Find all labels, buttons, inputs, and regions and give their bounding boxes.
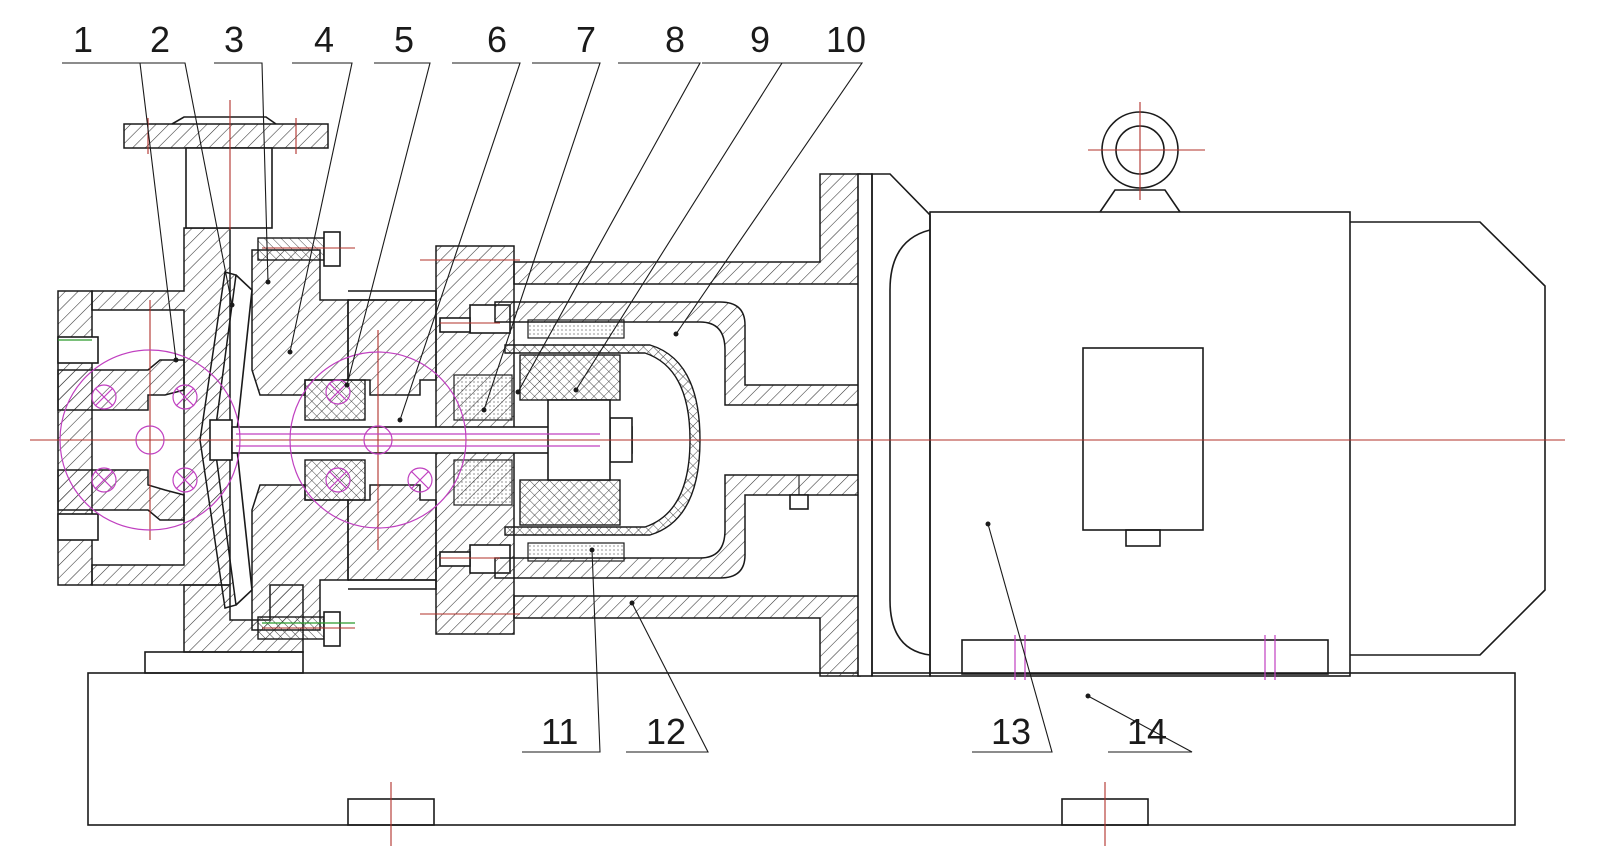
callout-3: 3	[224, 19, 244, 60]
callout-7: 7	[576, 19, 596, 60]
callout-9: 9	[750, 19, 770, 60]
callout-4: 4	[314, 19, 334, 60]
callout-13: 13	[991, 711, 1031, 752]
callout-14: 14	[1127, 711, 1167, 752]
callout-8: 8	[665, 19, 685, 60]
callout-11: 11	[541, 711, 578, 752]
callout-10: 10	[826, 19, 866, 60]
center-lines	[30, 100, 1565, 629]
construction-circles	[58, 339, 600, 624]
callout-6: 6	[487, 19, 507, 60]
callout-labels: 1 2 3 4 5 6 7 8 9 10 11 12 13 14	[73, 19, 1167, 752]
callout-2: 2	[150, 19, 170, 60]
callout-1: 1	[73, 19, 93, 60]
pump-casing	[57, 116, 329, 653]
callout-12: 12	[646, 711, 686, 752]
leader-lines	[62, 62, 1193, 753]
callout-5: 5	[394, 19, 414, 60]
magnetic-coupling	[494, 173, 873, 677]
motor	[871, 111, 1546, 680]
base-plate	[87, 651, 1516, 846]
